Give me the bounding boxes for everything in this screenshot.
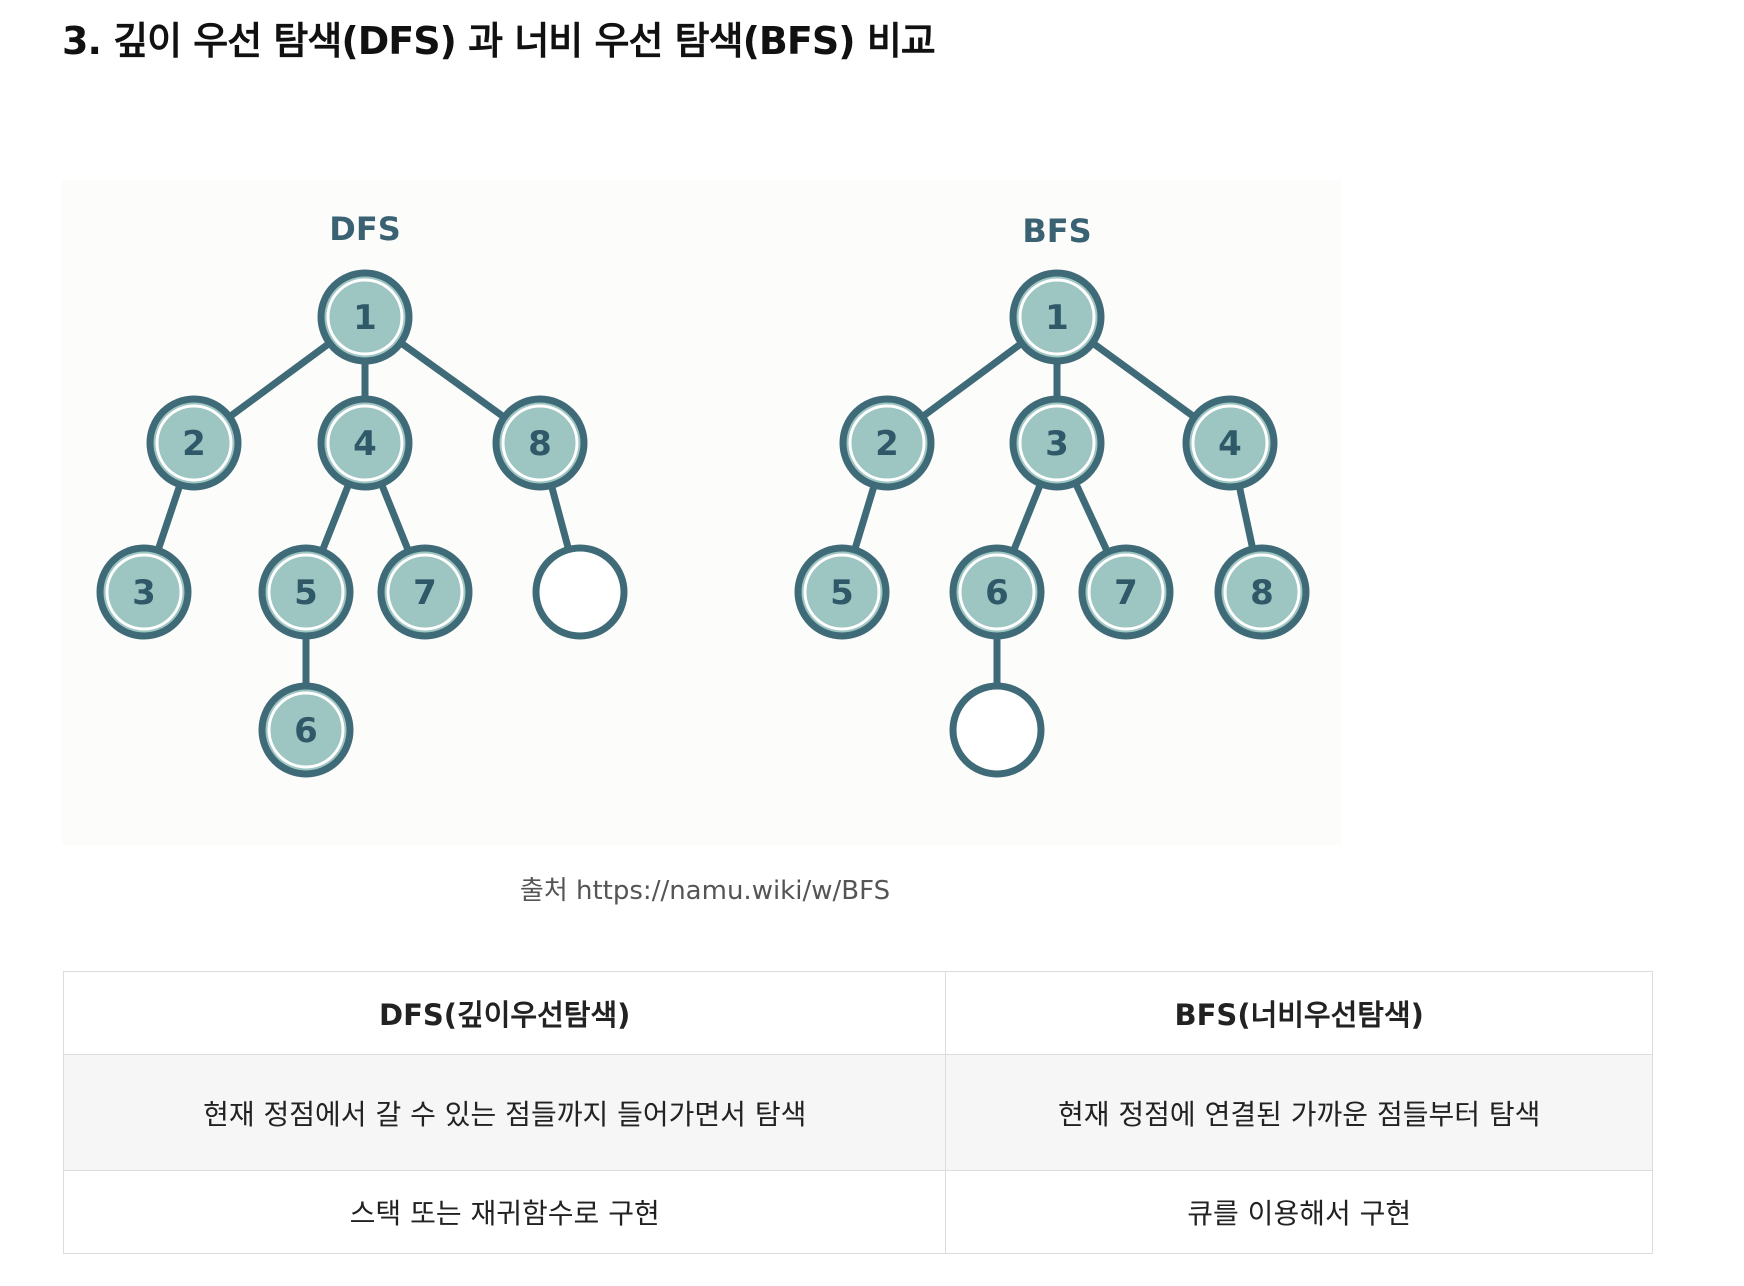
dfs-bfs-figure: DFS 1 2 4 8 3 5 7 6 BFS 1 2 3 4 5 6 7 8 [62,180,1342,845]
node-label: 2 [182,424,206,464]
tree-node: 3 [96,544,192,640]
tree-node: 5 [794,544,890,640]
node-label: 7 [1114,573,1138,613]
tree-title: DFS [329,210,400,248]
tree-title: BFS [1022,212,1091,250]
tree-node: 5 [258,544,354,640]
table-row: 현재 정점에서 갈 수 있는 점들까지 들어가면서 탐색 현재 정점에 연결된 … [62,1054,1653,1171]
tree-node: 8 [492,395,588,491]
node-label: 5 [294,573,318,613]
tree-node-empty [949,682,1045,778]
header-dfs: DFS(깊이우선탐색) [62,971,947,1055]
node-label: 2 [875,424,899,464]
node-label: 7 [413,573,437,613]
node-label: 3 [132,573,156,613]
tree-node: 1 [317,269,413,365]
tree-node: 6 [258,682,354,778]
tree-node: 2 [146,395,242,491]
node-label: 4 [353,424,377,464]
tree-node: 3 [1009,395,1105,491]
node-label: 5 [830,573,854,613]
dfs-tree: DFS 1 2 4 8 3 5 7 6 [96,210,628,778]
node-label: 8 [1250,573,1274,613]
tree-node: 8 [1214,544,1310,640]
node-label: 1 [1045,298,1069,338]
tree-node: 1 [1009,269,1105,365]
tree-node: 4 [317,395,413,491]
tree-diagram: DFS 1 2 4 8 3 5 7 6 BFS 1 2 3 4 5 6 7 8 [96,210,1310,778]
header-bfs: BFS(너비우선탐색) [945,971,1653,1055]
figure-caption: 출처 https://namu.wiki/w/BFS [519,876,891,906]
cell-dfs-method: 현재 정점에서 갈 수 있는 점들까지 들어가면서 탐색 [62,1054,947,1171]
node-label: 6 [985,573,1009,613]
tree-node: 7 [377,544,473,640]
node-label: 3 [1045,424,1069,464]
tree-node-empty [532,544,628,640]
cell-dfs-impl: 스택 또는 재귀함수로 구현 [62,1170,947,1254]
tree-node: 7 [1078,544,1174,640]
node-label: 1 [353,298,377,338]
tree-node: 4 [1182,395,1278,491]
cell-bfs-impl: 큐를 이용해서 구현 [945,1170,1653,1254]
page-heading: 3. 깊이 우선 탐색(DFS) 과 너비 우선 탐색(BFS) 비교 [62,19,936,63]
node-label: 4 [1218,424,1242,464]
table-header-row: DFS(깊이우선탐색) BFS(너비우선탐색) [62,971,1653,1055]
node-label: 6 [294,711,318,751]
tree-node: 2 [839,395,935,491]
node-label: 8 [528,424,552,464]
comparison-table: DFS(깊이우선탐색) BFS(너비우선탐색) 현재 정점에서 갈 수 있는 점… [62,971,1653,1254]
table-row: 스택 또는 재귀함수로 구현 큐를 이용해서 구현 [62,1170,1653,1254]
bfs-tree: BFS 1 2 3 4 5 6 7 8 [794,212,1310,778]
cell-bfs-method: 현재 정점에 연결된 가까운 점들부터 탐색 [945,1054,1653,1171]
tree-node: 6 [949,544,1045,640]
